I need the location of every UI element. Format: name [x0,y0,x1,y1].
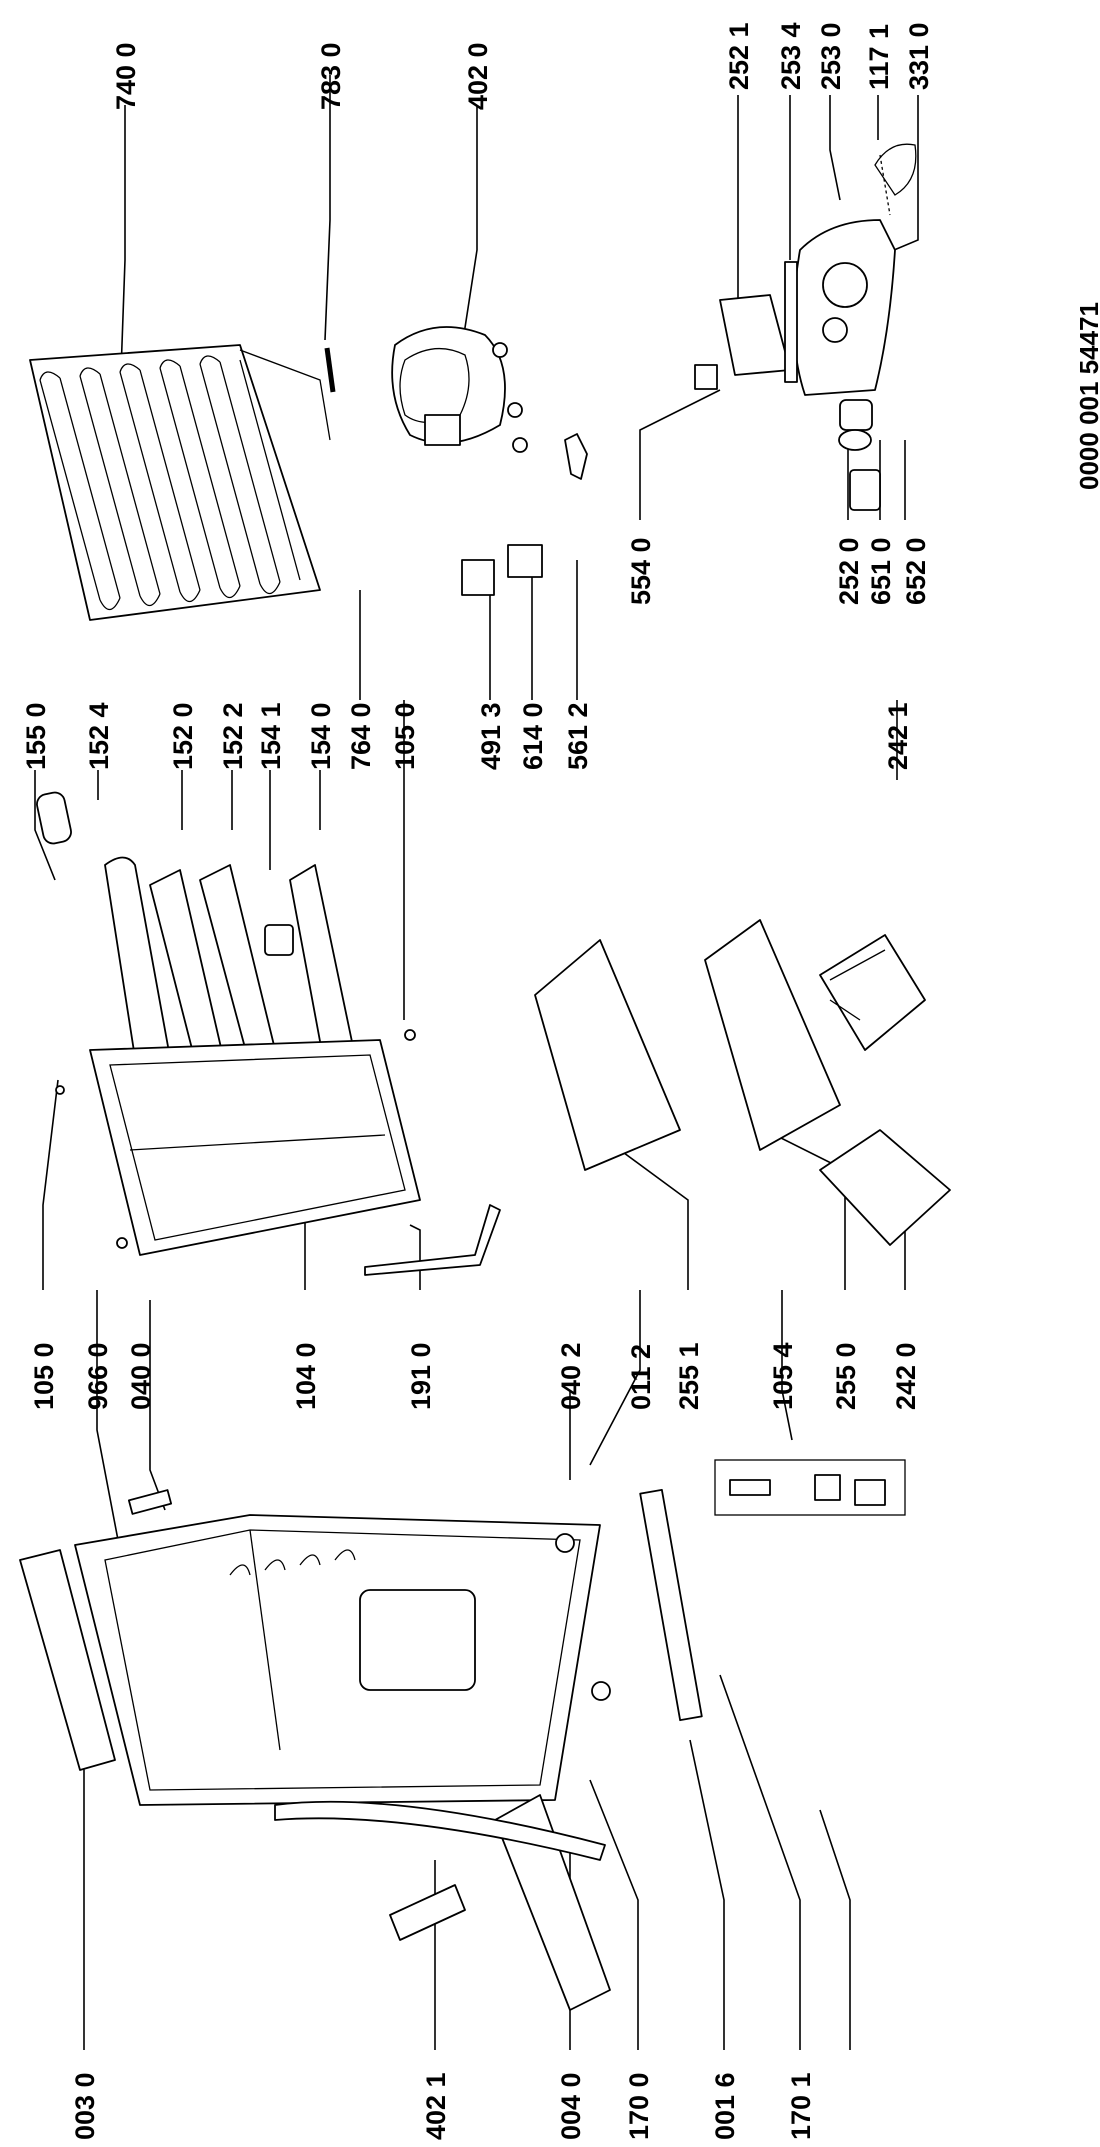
part-label-152-2: 152 2 [218,702,248,770]
part-label-242-0: 242 0 [891,1342,921,1410]
part-label-191-0: 191 0 [406,1342,436,1410]
leveling-foot [591,1681,611,1701]
part-label-004-0: 004 0 [556,2072,586,2140]
part-labels: 003 0 402 1 004 0 170 0 001 6 170 1 105 … [21,22,934,2140]
inner-door-liner [55,1029,421,1256]
part-label-105-4: 105 4 [768,1342,798,1410]
part-label-554-0: 554 0 [626,537,656,605]
part-label-402-1: 402 1 [421,2072,451,2140]
side-panel [19,1549,116,1771]
condenser-grid [29,344,331,621]
part-label-255-0: 255 0 [831,1342,861,1410]
shelf-support-rail [494,1794,611,2011]
lamp-holder [694,364,718,390]
bottom-bar [639,1488,703,1722]
part-label-651-0: 651 0 [866,537,896,605]
compressor [391,326,528,453]
part-label-105-0: 105 0 [29,1342,59,1410]
cabinet [74,1514,601,1806]
part-label-170-1: 170 1 [786,2072,816,2140]
part-label-003-0: 003 0 [70,2072,100,2140]
part-label-155-0: 155 0 [21,702,51,770]
part-label-764-0: 764 0 [346,702,376,770]
door-hinge [389,1884,466,1941]
part-label-170-0: 170 0 [624,2072,654,2140]
part-label-152-0: 152 0 [168,702,198,770]
part-label-331-0: 331 0 [904,22,934,90]
part-label-001-6: 001 6 [710,2072,740,2140]
part-label-252-1: 252 1 [724,22,754,90]
part-label-040-0: 040 0 [126,1342,156,1410]
capillary-tube [324,347,336,393]
document-number: 0000 001 54471 [1074,302,1100,490]
part-label-783-0: 783 0 [316,42,346,110]
part-label-402-0: 402 0 [463,42,493,110]
part-label-252-0: 252 0 [834,537,864,605]
part-label-040-2: 040 2 [556,1342,586,1410]
part-label-117-1: 117 1 [864,24,894,90]
part-label-105-0-b: 105 0 [390,702,420,770]
starter-relay [461,559,495,596]
part-label-154-0: 154 0 [306,702,336,770]
crisper-drawers [819,934,951,1246]
glass-shelf-lower [704,919,841,1151]
part-label-253-0: 253 0 [816,22,846,90]
foot-screw [555,1533,575,1553]
front-trim [274,1800,606,1861]
part-label-966-0: 966 0 [83,1342,113,1410]
part-label-255-1: 255 1 [674,1342,704,1410]
part-label-491-3: 491 3 [476,702,506,770]
part-label-561-2: 561 2 [563,702,593,770]
part-label-242-1: 242 1 [883,702,913,770]
thermostat-housing [719,143,917,511]
part-label-011-2: 011 2 [626,1344,656,1410]
door-gasket [364,1204,501,1276]
part-label-104-0: 104 0 [291,1342,321,1410]
part-label-652-0: 652 0 [901,537,931,605]
part-label-614-0: 614 0 [518,702,548,770]
part-label-152-4: 152 4 [84,702,114,770]
thermal-protector [507,544,543,578]
door-shelves [36,791,361,1100]
part-label-740-0: 740 0 [111,42,141,110]
glass-shelf-upper [534,939,681,1171]
part-label-253-4: 253 4 [776,22,806,90]
wire-clip [564,433,588,480]
hinge-kit [714,1459,906,1516]
top-bracket [127,1489,173,1515]
part-label-154-1: 154 1 [256,702,286,770]
